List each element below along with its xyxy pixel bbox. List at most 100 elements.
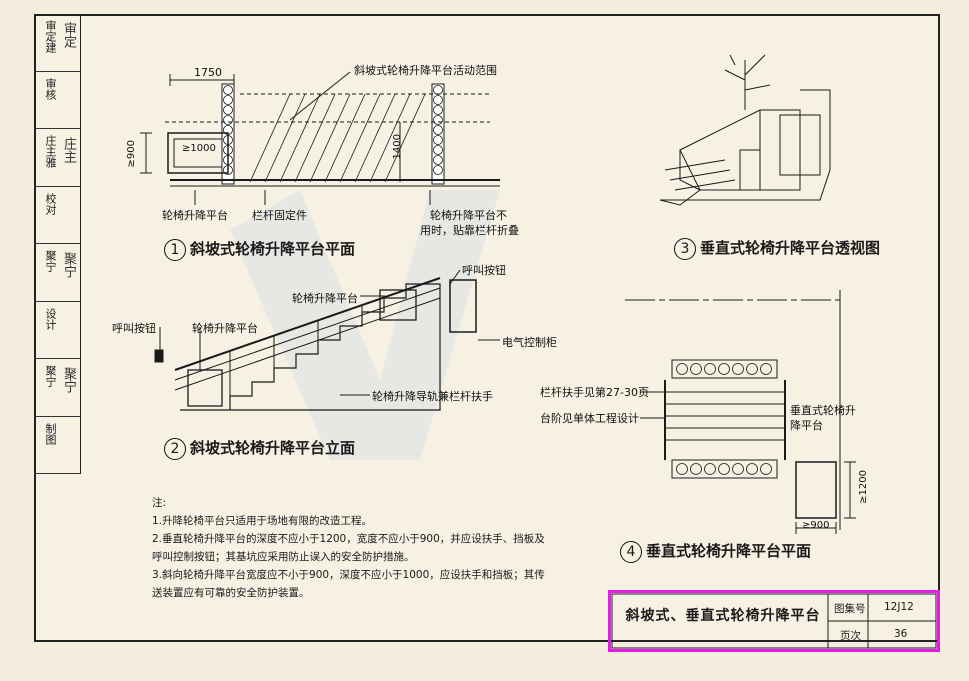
- titleblock-lines: [611, 593, 937, 649]
- fig1-caption-number: 1: [164, 239, 186, 261]
- fig2-caption-number: 2: [164, 438, 186, 460]
- fig1-label-platform: 轮椅升降平台: [162, 209, 228, 222]
- step-post-mark: [760, 463, 772, 475]
- signature-row: 校对: [34, 187, 80, 244]
- signature-mark: 聚宁: [61, 252, 76, 278]
- fig3-caption-number: 3: [674, 238, 696, 260]
- signature-row: 设计: [34, 302, 80, 359]
- fig2-label-guide: 轮椅升降导轨兼栏杆扶手: [372, 390, 493, 403]
- drawing-frame: [34, 14, 940, 642]
- figure1-plan: [140, 71, 500, 205]
- signature-mark: 审定: [61, 22, 76, 48]
- step-post-mark: [746, 463, 758, 475]
- step-post-mark: [732, 463, 744, 475]
- notes-block: 注: 1.升降轮椅平台只适用于场地有限的改造工程。 2.垂直轮椅升降平台的深度不…: [152, 494, 545, 602]
- baluster-mark: [433, 155, 443, 165]
- figure4-plan: [625, 290, 856, 534]
- signature-row: 审定建审定: [34, 14, 80, 72]
- fig4-label-handrail: 栏杆扶手见第27-30页: [540, 386, 649, 399]
- fig4-dim-1200: ≥1200: [858, 470, 869, 504]
- step-post-mark: [718, 463, 730, 475]
- signature-row: 聚宁聚宁: [34, 244, 80, 302]
- baluster-mark: [433, 95, 443, 105]
- signature-role-label: 校对: [44, 192, 57, 215]
- signature-row: 审核: [34, 72, 80, 129]
- watermark-shape: [230, 190, 500, 460]
- baluster-mark: [433, 145, 443, 155]
- fig2-caption-text: 斜坡式轮椅升降平台立面: [190, 439, 356, 457]
- fig1-caption-text: 斜坡式轮椅升降平台平面: [190, 240, 356, 258]
- step-post-mark: [704, 363, 716, 375]
- step-post-mark: [690, 363, 702, 375]
- fig1-label-railing: 栏杆固定件: [252, 209, 307, 222]
- signature-role-label: 聚宁: [44, 365, 57, 387]
- fig4-label-lift-2: 降平台: [790, 419, 823, 432]
- fig2-label-cabinet: 电气控制柜: [502, 336, 557, 349]
- signature-row: 制图: [34, 417, 80, 474]
- fig1-dim-depth: ≥900: [126, 140, 137, 168]
- baluster-mark: [433, 105, 443, 115]
- fig4-label-lift-1: 垂直式轮椅升: [790, 404, 856, 417]
- signature-mark: 聚宁: [61, 367, 76, 393]
- signature-role-label: 审定建: [44, 20, 57, 53]
- post-column-right: [431, 83, 445, 185]
- titleblock-page-label: 页次: [840, 630, 861, 642]
- notes-line-1: 1.升降轮椅平台只适用于场地有限的改造工程。: [152, 515, 373, 527]
- signature-row: 庄主雅庄主: [34, 129, 80, 187]
- fig1-dim-width: 1750: [194, 66, 222, 79]
- titleblock-highlight: [608, 590, 940, 652]
- step-post-mark: [676, 363, 688, 375]
- notes-line-3: 呼叫控制按钮；其基坑应采用防止误入的安全防护措施。: [152, 551, 415, 563]
- step-post-mark: [746, 363, 758, 375]
- step-post-mark: [760, 363, 772, 375]
- signature-mark: 庄主: [61, 137, 76, 163]
- signature-role-label: 制图: [44, 422, 57, 445]
- titleblock-atlas-value: 12J12: [884, 601, 914, 613]
- baluster-mark: [433, 125, 443, 135]
- baluster-mark: [223, 95, 233, 105]
- baluster-mark: [223, 155, 233, 165]
- fig2-label-platform-top: 轮椅升降平台: [292, 292, 358, 305]
- baluster-mark: [433, 135, 443, 145]
- step-post-mark: [718, 363, 730, 375]
- step-post-mark: [690, 463, 702, 475]
- figure2-elevation: [154, 269, 500, 411]
- signature-role-label: 审核: [44, 77, 57, 100]
- signature-row: 聚宁聚宁: [34, 359, 80, 417]
- figure4-step-circles: [676, 363, 772, 475]
- baluster-mark: [223, 165, 233, 175]
- fig1-dim-length: ≥1000: [182, 143, 216, 154]
- baluster-mark: [223, 85, 233, 95]
- baluster-mark: [433, 165, 443, 175]
- notes-heading: 注:: [152, 497, 167, 509]
- fig1-label-fold-2: 用时，贴靠栏杆折叠: [420, 224, 519, 237]
- baluster-mark: [223, 145, 233, 155]
- notes-line-5: 送装置应有可靠的安全防护装置。: [152, 587, 310, 599]
- signature-role-label: 庄主雅: [44, 135, 57, 168]
- signature-column: 审定建审定审核庄主雅庄主校对聚宁聚宁设计聚宁聚宁制图: [34, 14, 81, 474]
- fig2-label-platform-left: 轮椅升降平台: [192, 322, 258, 335]
- fig2-label-call-top: 呼叫按钮: [462, 264, 506, 277]
- step-post-mark: [732, 363, 744, 375]
- titleblock-page-value: 36: [894, 628, 908, 640]
- titleblock-title: 斜坡式、垂直式轮椅升降平台: [625, 608, 821, 624]
- baluster-mark: [223, 105, 233, 115]
- fig1-dim-rail: 1400: [392, 134, 403, 160]
- fig4-caption-text: 垂直式轮椅升降平台平面: [646, 542, 812, 560]
- fig2-label-call-left: 呼叫按钮: [112, 322, 156, 335]
- figure1-post-circles: [223, 85, 443, 175]
- signature-role-label: 聚宁: [44, 250, 57, 272]
- baluster-mark: [223, 135, 233, 145]
- baluster-mark: [223, 125, 233, 135]
- baluster-mark: [223, 115, 233, 125]
- signature-role-label: 设计: [44, 307, 57, 330]
- fig4-dim-900: ≥900: [802, 520, 830, 531]
- fig3-caption-text: 垂直式轮椅升降平台透视图: [700, 239, 881, 257]
- step-post-mark: [676, 463, 688, 475]
- fig4-label-steps: 台阶见单体工程设计: [540, 412, 639, 425]
